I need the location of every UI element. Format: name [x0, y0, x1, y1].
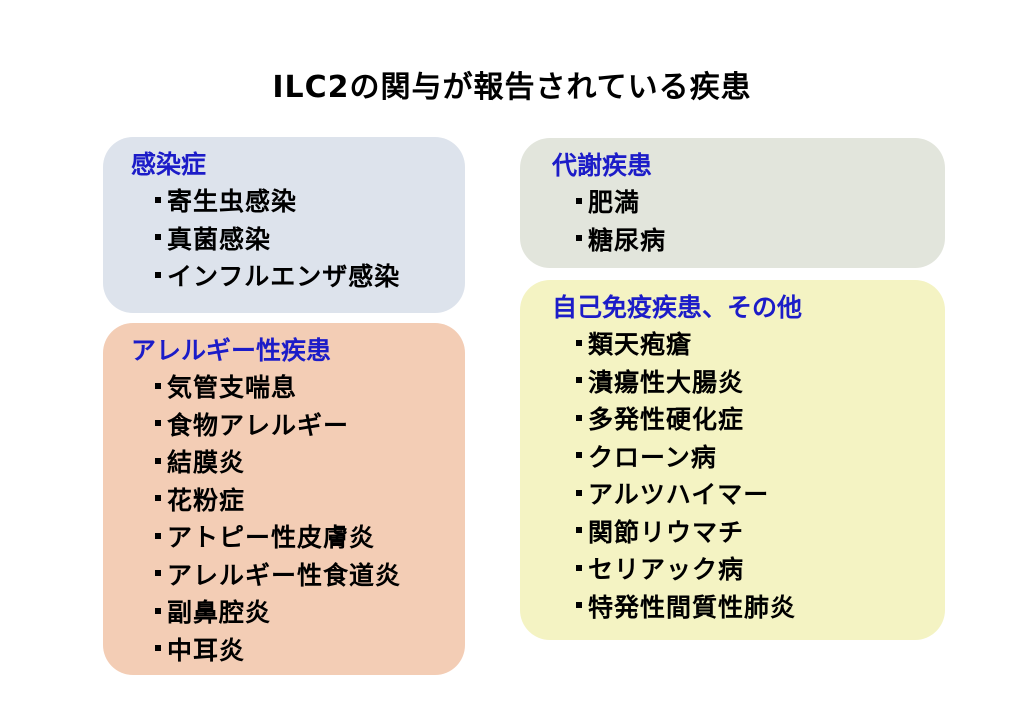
group-autoimmune: 自己免疫疾患、その他類天疱瘡潰瘍性大腸炎多発性硬化症クローン病アルツハイマー関節…	[520, 280, 945, 640]
disease-label: 潰瘍性大腸炎	[588, 367, 745, 397]
disease-label: 多発性硬化症	[588, 405, 745, 434]
bullet-icon	[576, 564, 582, 571]
disease-label: クローン病	[588, 442, 717, 472]
bullet-icon	[576, 197, 582, 204]
list-item: 潰瘍性大腸炎	[572, 364, 945, 402]
bullet-icon	[155, 271, 161, 278]
bullet-icon	[576, 339, 582, 346]
group-heading: アレルギー性疾患	[131, 336, 332, 365]
list-item: アルツハイマー	[572, 476, 945, 514]
disease-label: 肥満	[588, 188, 641, 217]
bullet-icon	[576, 235, 582, 241]
disease-list: 気管支喘息食物アレルギー結膜炎花粉症アトピー性皮膚炎アレルギー性食道炎副鼻腔炎中…	[131, 369, 465, 669]
disease-label: 寄生虫感染	[167, 187, 298, 216]
list-item: 結膜炎	[151, 444, 465, 482]
bullet-icon	[576, 527, 582, 533]
list-item: 中耳炎	[151, 632, 465, 670]
list-item: 多発性硬化症	[572, 401, 945, 439]
bullet-icon	[155, 532, 161, 539]
group-metabolic: 代謝疾患肥満糖尿病	[520, 138, 945, 268]
disease-label: 類天疱瘡	[588, 330, 693, 359]
bullet-icon	[576, 602, 582, 608]
disease-label: アルツハイマー	[588, 480, 770, 509]
bullet-icon	[155, 234, 161, 240]
disease-label: 気管支喘息	[167, 373, 298, 402]
list-item: 真菌感染	[151, 221, 465, 259]
disease-label: 真菌感染	[167, 224, 272, 254]
group-heading: 代謝疾患	[552, 151, 653, 180]
disease-label: 特発性間質性肺炎	[588, 592, 797, 622]
disease-list: 類天疱瘡潰瘍性大腸炎多発性硬化症クローン病アルツハイマー関節リウマチセリアック病…	[552, 326, 945, 626]
list-item: アトピー性皮膚炎	[151, 519, 465, 557]
disease-label: 食物アレルギー	[167, 410, 350, 440]
list-item: 花粉症	[151, 482, 465, 520]
bullet-icon	[576, 414, 582, 421]
bullet-icon	[155, 420, 161, 426]
list-item: 副鼻腔炎	[151, 594, 465, 632]
group-allergy: アレルギー性疾患気管支喘息食物アレルギー結膜炎花粉症アトピー性皮膚炎アレルギー性…	[103, 323, 465, 675]
list-item: アレルギー性食道炎	[151, 557, 465, 595]
list-item: 類天疱瘡	[572, 326, 945, 364]
disease-list: 肥満糖尿病	[552, 184, 945, 259]
list-item: インフルエンザ感染	[151, 258, 465, 296]
disease-label: 副鼻腔炎	[167, 598, 272, 627]
list-item: 特発性間質性肺炎	[572, 589, 945, 627]
slide-title: ILC2の関与が報告されている疾患	[272, 70, 752, 105]
list-item: 気管支喘息	[151, 369, 465, 407]
bullet-icon	[576, 452, 582, 458]
bullet-icon	[576, 489, 582, 496]
group-heading: 自己免疫疾患、その他	[552, 293, 803, 322]
bullet-icon	[155, 196, 161, 203]
bullet-icon	[155, 570, 161, 576]
bullet-icon	[155, 645, 161, 651]
list-item: 食物アレルギー	[151, 407, 465, 445]
list-item: 糖尿病	[572, 222, 945, 260]
list-item: 関節リウマチ	[572, 514, 945, 552]
disease-label: 糖尿病	[588, 225, 667, 255]
bullet-icon	[155, 457, 161, 464]
group-infection: 感染症寄生虫感染真菌感染インフルエンザ感染	[103, 137, 465, 313]
disease-list: 寄生虫感染真菌感染インフルエンザ感染	[131, 183, 465, 296]
bullet-icon	[155, 382, 161, 389]
list-item: クローン病	[572, 439, 945, 477]
disease-label: インフルエンザ感染	[167, 262, 401, 291]
list-item: セリアック病	[572, 551, 945, 589]
disease-label: アトピー性皮膚炎	[167, 523, 376, 552]
bullet-icon	[155, 607, 161, 614]
disease-label: 関節リウマチ	[588, 517, 745, 547]
disease-label: 結膜炎	[167, 448, 246, 477]
list-item: 寄生虫感染	[151, 183, 465, 221]
disease-label: 中耳炎	[167, 635, 246, 665]
list-item: 肥満	[572, 184, 945, 222]
disease-label: 花粉症	[167, 485, 246, 515]
disease-label: アレルギー性食道炎	[167, 560, 402, 590]
group-heading: 感染症	[131, 150, 207, 179]
bullet-icon	[155, 495, 161, 501]
disease-label: セリアック病	[588, 555, 745, 584]
bullet-icon	[576, 377, 582, 383]
